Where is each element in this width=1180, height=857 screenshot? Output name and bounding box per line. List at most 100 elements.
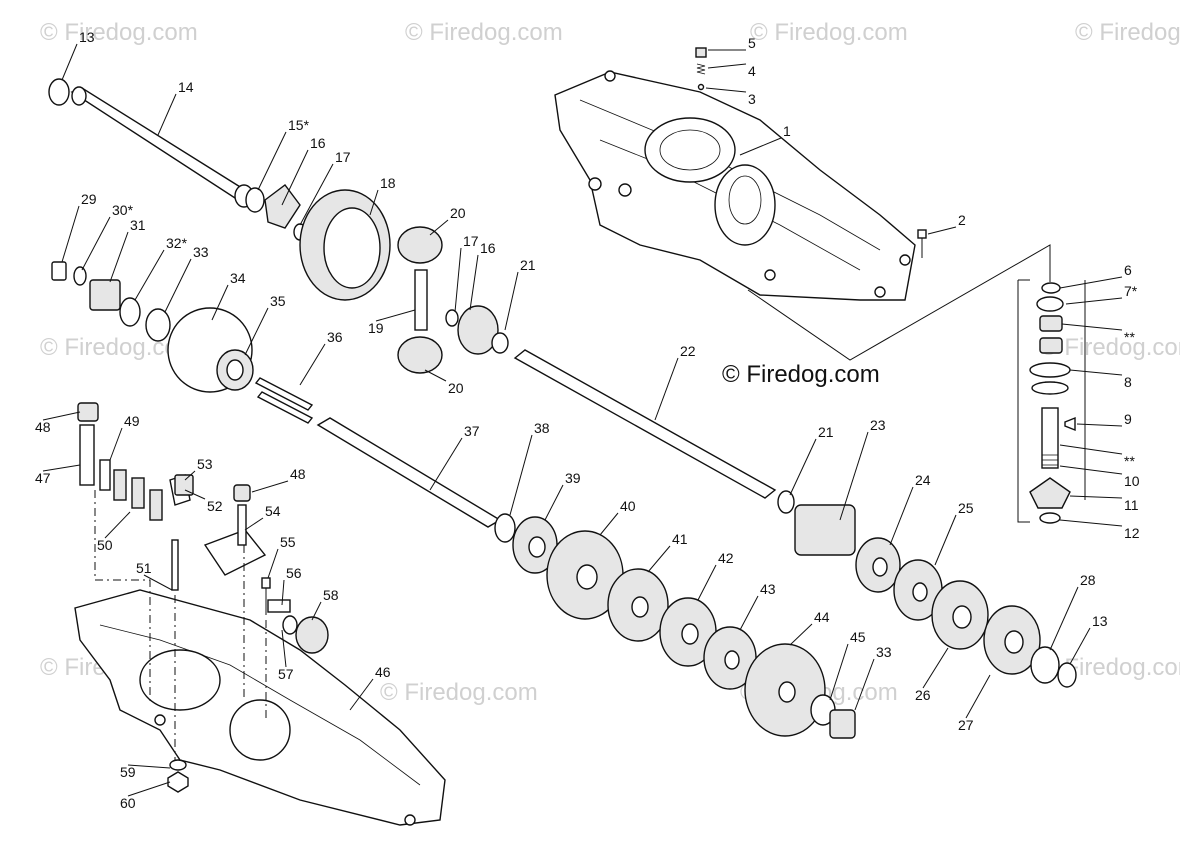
clutch-parts	[51, 261, 314, 424]
leader-line	[281, 579, 285, 606]
leader-line	[707, 63, 747, 69]
callout-label: **	[1124, 329, 1135, 345]
callout-label: 17	[335, 149, 351, 165]
leader-line	[654, 357, 679, 421]
callout-label: 38	[534, 420, 550, 436]
callout-label: 28	[1080, 572, 1096, 588]
callout-label: 1	[783, 123, 791, 139]
callout-label: 7*	[1124, 283, 1138, 299]
gear-row-lower	[494, 513, 856, 739]
leader-line	[109, 231, 129, 283]
leader-line	[697, 564, 717, 601]
callout-label: 57	[278, 666, 294, 682]
callout-label: 46	[375, 664, 391, 680]
callout-label: 23	[870, 417, 886, 433]
callout-label: 6	[1124, 262, 1132, 278]
leader-line	[157, 93, 177, 136]
leader-line	[104, 511, 131, 539]
callout-label: 8	[1124, 374, 1132, 390]
copyright-text: © Firedog.com	[722, 361, 880, 388]
callout-label: 3	[748, 91, 756, 107]
callout-label: 36	[327, 329, 343, 345]
callout-label: 25	[958, 500, 974, 516]
callout-label: 20	[448, 380, 464, 396]
leader-line	[61, 205, 80, 263]
leader-line	[81, 216, 111, 271]
leader-line	[1069, 495, 1123, 499]
callout-label: 58	[323, 587, 339, 603]
leader-line	[109, 427, 123, 461]
leader-line	[934, 514, 957, 566]
watermark-text: © Firedog.com	[405, 19, 563, 46]
callout-label: 60	[120, 795, 136, 811]
leader-line	[424, 369, 447, 382]
leader-line	[184, 470, 196, 481]
callout-label: 22	[680, 343, 696, 359]
callout-label: 55	[280, 534, 296, 550]
axle-shaft-14	[48, 78, 254, 208]
callout-label: 49	[124, 413, 140, 429]
leader-line	[1069, 627, 1091, 665]
leader-line	[375, 309, 416, 322]
callout-label: 35	[270, 293, 286, 309]
watermark-text: © Firedog.com	[750, 19, 908, 46]
callout-label: 5	[748, 35, 756, 51]
callout-label: 50	[97, 537, 113, 553]
callout-label: 34	[230, 270, 246, 286]
callout-label: 16	[480, 240, 496, 256]
watermark-text: © Firedog.com	[380, 679, 538, 706]
leader-line	[244, 517, 264, 531]
leader-line	[1059, 519, 1123, 527]
callout-label: 13	[1092, 613, 1108, 629]
leader-line	[349, 678, 374, 711]
leader-line	[184, 489, 206, 500]
leader-line	[1076, 423, 1123, 427]
callout-label: 2	[958, 212, 966, 228]
callout-label: 29	[81, 191, 97, 207]
leader-line	[1049, 586, 1079, 651]
leader-line	[42, 464, 81, 472]
callout-label: 11	[1124, 497, 1139, 513]
pinion-shaft-assembly	[1017, 279, 1086, 524]
leader-line	[281, 149, 309, 206]
callout-label: 56	[286, 565, 302, 581]
leader-line	[429, 219, 449, 236]
leader-line	[281, 629, 287, 668]
callout-label: 45	[850, 629, 866, 645]
leader-line	[211, 284, 229, 321]
callout-label: 24	[915, 472, 931, 488]
leader-line	[829, 643, 849, 701]
callout-label: 48	[290, 466, 306, 482]
callout-label: 30*	[112, 202, 134, 218]
callout-label: 16	[310, 135, 326, 151]
callout-label: 17	[463, 233, 479, 249]
leader-line	[1061, 323, 1123, 331]
callout-label: 10	[1124, 473, 1140, 489]
callout-label: 15*	[288, 117, 310, 133]
leader-line	[789, 623, 813, 646]
leader-line	[127, 764, 171, 769]
leader-line	[61, 43, 78, 81]
leader-line	[889, 486, 914, 546]
leader-line	[164, 258, 192, 313]
callout-label: 13	[79, 29, 95, 45]
leader-line	[454, 247, 462, 313]
leader-line	[1059, 465, 1123, 475]
leader-line	[927, 226, 957, 235]
upper-housing	[554, 70, 916, 301]
callout-label: 33	[193, 244, 209, 260]
leader-line	[143, 574, 173, 591]
shift-parts	[77, 402, 329, 793]
leader-line	[311, 601, 322, 621]
leader-line	[922, 647, 949, 689]
callout-label: 31	[130, 217, 146, 233]
callout-label: 59	[120, 764, 136, 780]
callout-label: 41	[672, 531, 688, 547]
leader-line	[267, 548, 279, 579]
callout-label: 32*	[166, 235, 188, 251]
callout-label: 42	[718, 550, 734, 566]
callout-label: 37	[464, 423, 480, 439]
watermark-text: © Firedog.com	[40, 19, 198, 46]
differential-gears-upper	[245, 184, 509, 374]
